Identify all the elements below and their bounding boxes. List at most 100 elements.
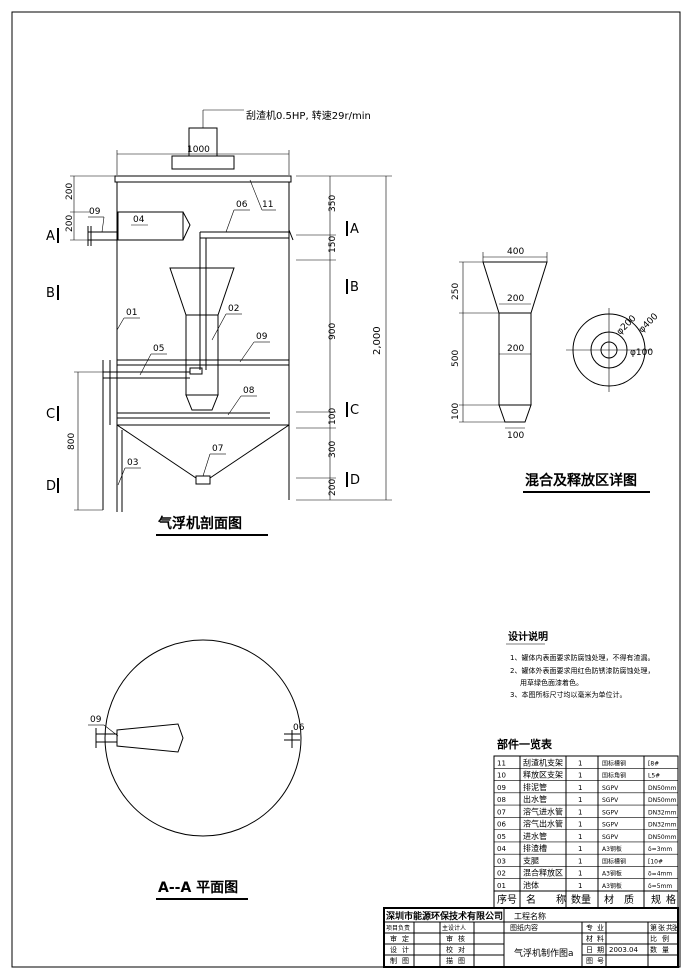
tank-top-plate <box>114 175 292 183</box>
detail-dim-7: 100 <box>451 403 461 420</box>
hdr-spec-1: 规 <box>651 893 661 906</box>
tb-r2-8: 例 <box>662 934 669 943</box>
tb-r3-5: 日 <box>586 946 593 954</box>
plan-view: 09 06 A--A 平面图 <box>88 639 305 900</box>
table-cell: DN50mm <box>648 797 677 804</box>
note-1: 1、罐体内表面要求防腐蚀处理，不得有渣漏。 <box>510 653 654 662</box>
table-cell: 09 <box>497 784 506 792</box>
table-cell: 出水管 <box>523 794 547 804</box>
table-cell: 进水管 <box>523 831 547 841</box>
table-cell: 排渣槽 <box>523 843 547 853</box>
bottom-outlet <box>195 475 211 485</box>
table-cell: δ=5mm <box>648 883 672 890</box>
dim-right-5: 300 <box>328 441 338 458</box>
table-cell: SGPV <box>602 822 619 829</box>
tb-r1-1: 项目负责 <box>386 924 410 932</box>
table-cell: 支腿 <box>523 855 539 865</box>
tb-r1-2: 主设计人 <box>442 924 466 932</box>
tb-r4-1: 制 <box>390 956 397 965</box>
tb-r2-3: 审 <box>446 934 453 943</box>
table-cell: SGPV <box>602 809 619 816</box>
tb-r1-7: 张 <box>658 923 665 932</box>
detail-view: 400 200 200 100 250 500 100 φ400 φ200 φ1… <box>451 247 661 493</box>
hdr-name-1: 名 <box>526 893 536 906</box>
motor-base <box>171 155 235 170</box>
scum-trough <box>117 211 184 241</box>
tb-r4-4: 图 <box>458 957 465 965</box>
tb-r3-4: 对 <box>458 945 465 954</box>
tb-r1-6: 第 <box>650 923 657 932</box>
mark-c-left: C <box>46 407 55 422</box>
table-cell: [8# <box>648 760 659 767</box>
dim-left-3: 800 <box>67 433 77 450</box>
design-notes: 设计说明 1、罐体内表面要求防腐蚀处理，不得有渣漏。 2、罐体外表面要求用红色防… <box>506 630 654 699</box>
table-cell: 1 <box>578 821 582 829</box>
tb-r3-3: 校 <box>446 945 453 954</box>
dim-right-6: 200 <box>328 479 338 496</box>
drawing-name: 气浮机制作图a <box>514 947 574 959</box>
hdr-spec-2: 格 <box>666 893 676 906</box>
note-4: 3、本图所标尺寸均以毫米为单位计。 <box>510 690 626 699</box>
tb-r2-4: 核 <box>458 934 465 943</box>
plan-label-09: 09 <box>90 715 102 725</box>
table-cell: DN50mm <box>648 834 677 841</box>
section-marks: A B C D A B C D <box>46 221 360 494</box>
table-cell: δ=3mm <box>648 846 672 853</box>
table-cell: 溶气出水管 <box>523 819 563 829</box>
tb-r3-2: 计 <box>402 945 409 954</box>
tb-r1-3: 图纸内容 <box>510 923 538 932</box>
table-cell: 08 <box>497 796 506 804</box>
table-cell: A3钢板 <box>602 882 622 890</box>
tb-r3-8: 数 <box>650 945 657 954</box>
table-cell: 1 <box>578 796 582 804</box>
table-cell: 混合释放区 <box>523 868 563 878</box>
parts-table-title: 部件一览表 <box>497 737 553 751</box>
table-cell: [10# <box>648 858 663 865</box>
mixing-funnel <box>169 267 235 316</box>
section-view: 刮渣机0.5HP, 转速29r/min 1000 <box>46 109 392 536</box>
table-cell: 释放区支架 <box>523 770 563 780</box>
table-cell: 07 <box>497 808 506 816</box>
tb-r3-7: 2003.04 <box>609 946 638 954</box>
notes-title: 设计说明 <box>508 630 548 643</box>
table-cell: 1 <box>578 784 582 792</box>
table-cell: 03 <box>497 857 506 865</box>
label-09-top: 09 <box>89 207 101 217</box>
table-cell: 国标槽钢 <box>602 857 626 865</box>
table-cell: 1 <box>578 845 582 853</box>
table-cell: 国标槽钢 <box>602 759 626 767</box>
table-cell: 国标角钢 <box>602 772 626 780</box>
tb-r2-5: 材 <box>586 934 593 943</box>
mark-a-right: A <box>350 222 359 237</box>
tb-r1-9: 张 <box>672 923 679 932</box>
hdr-no: 序号 <box>497 893 517 906</box>
plan-circle <box>104 639 302 837</box>
hdr-qty: 数量 <box>571 893 591 906</box>
table-cell: 1 <box>578 882 582 890</box>
label-03: 03 <box>127 458 138 468</box>
table-cell: SGPV <box>602 797 619 804</box>
label-02: 02 <box>228 304 239 314</box>
table-cell: 1 <box>578 857 582 865</box>
detail-circle-dim-1: φ400 <box>637 312 661 336</box>
dim-total: 2,000 <box>372 326 383 355</box>
detail-dim-5: 250 <box>451 283 461 300</box>
tb-r1-4: 专 <box>586 923 593 932</box>
tb-r3-1: 设 <box>390 945 397 954</box>
company-name: 深圳市能源环保技术有限公司 <box>386 910 503 922</box>
label-09-mid: 09 <box>256 332 268 342</box>
table-cell: 1 <box>578 833 582 841</box>
detail-dim-4: 100 <box>507 431 524 441</box>
label-08: 08 <box>243 386 255 396</box>
detail-circle-dim-3: φ100 <box>630 348 653 358</box>
table-cell: 溶气进水管 <box>523 806 563 816</box>
mark-d-left: D <box>46 479 56 494</box>
table-cell: 10 <box>497 772 506 780</box>
detail-dim-3: 200 <box>507 344 524 354</box>
tb-r2-1: 审 <box>390 934 397 943</box>
hdr-name-2: 称 <box>556 893 566 906</box>
table-cell: A3钢板 <box>602 845 622 853</box>
hdr-mat-2: 质 <box>624 894 634 906</box>
table-cell: 排泥管 <box>523 782 547 792</box>
